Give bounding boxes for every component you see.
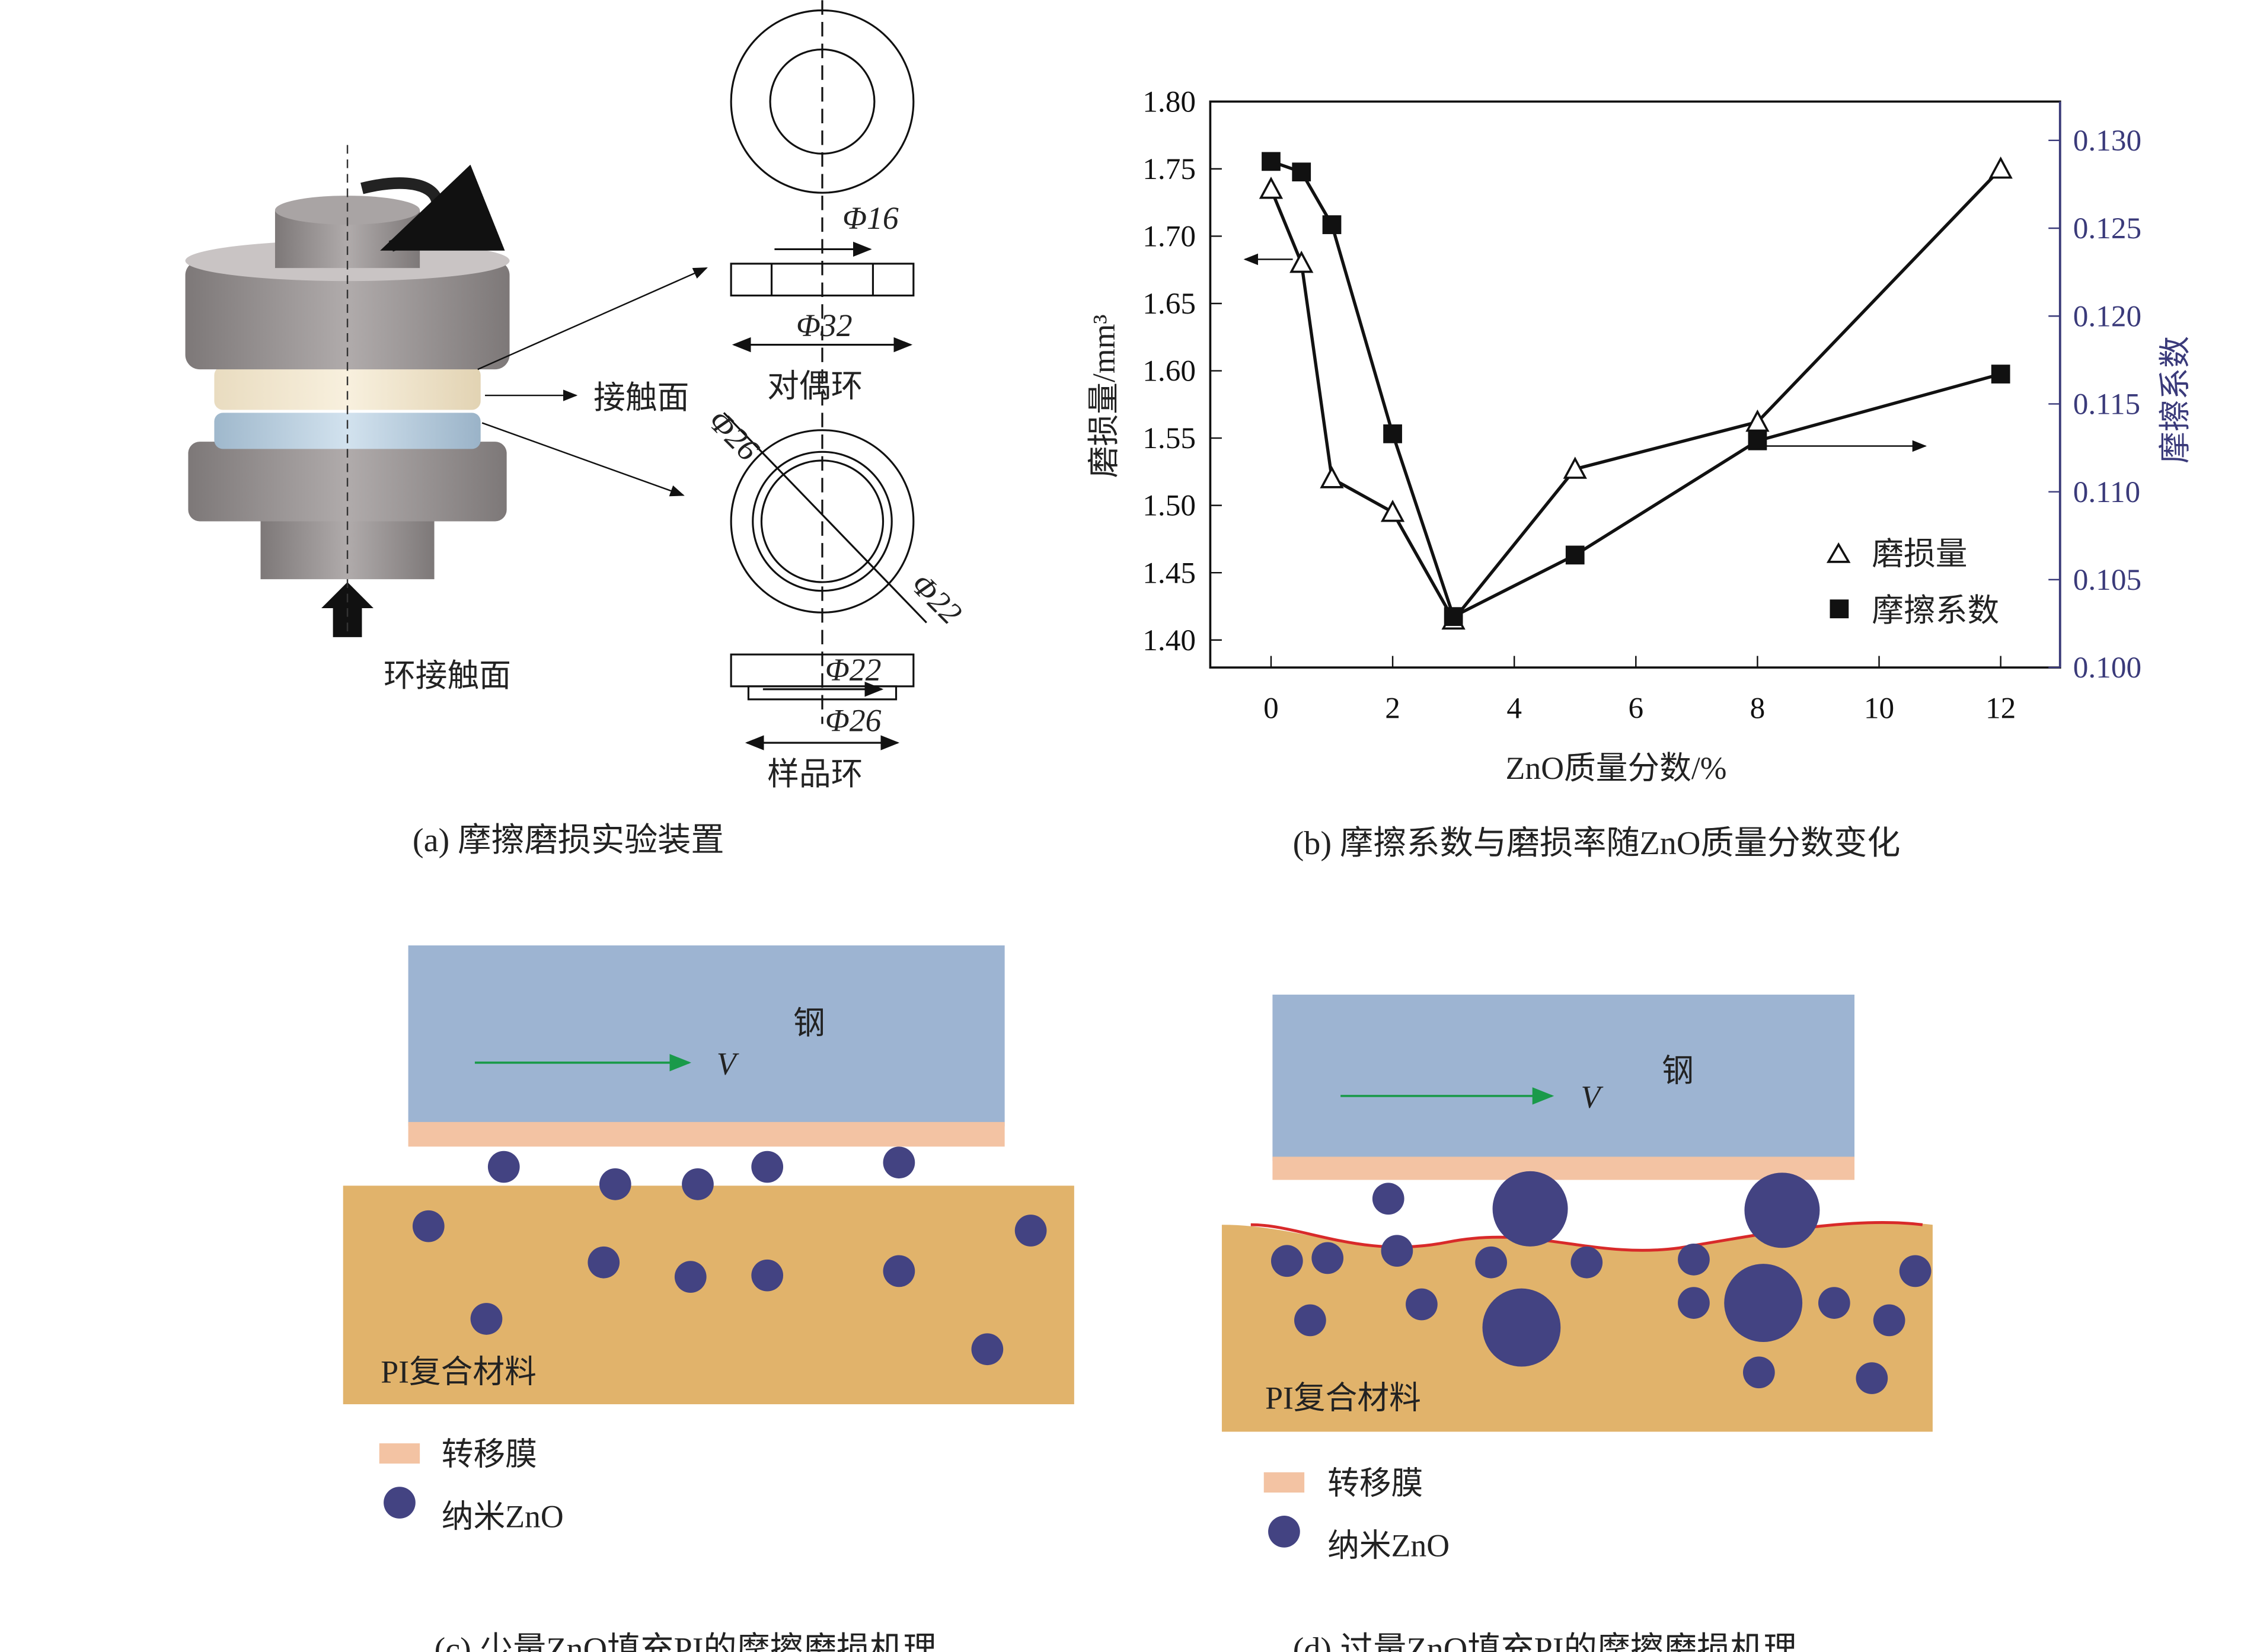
- velocity-label: V: [1581, 1079, 1604, 1114]
- y-axis-label: 磨损量/mm³: [1086, 314, 1122, 478]
- x-tick-label: 4: [1506, 692, 1522, 726]
- wear-point: [1320, 466, 1344, 488]
- friction-point: [1292, 162, 1311, 182]
- x-tick-label: 6: [1628, 692, 1643, 726]
- y-tick-label: 1.75: [1142, 152, 1196, 186]
- y-tick-label: 1.70: [1142, 220, 1196, 254]
- caption-d: (d) 过量ZnO填充PI的摩擦磨损机理: [1293, 1631, 1797, 1652]
- series-line-wear: [1269, 168, 2002, 623]
- y2-tick-label: 0.110: [2073, 475, 2140, 509]
- x-tick-label: 8: [1750, 692, 1766, 726]
- caption-a: (a) 摩擦磨损实验装置: [413, 822, 724, 859]
- rotation-arrow-icon: [360, 164, 505, 252]
- y2-tick-label: 0.100: [2073, 651, 2141, 685]
- y-tick-label: 1.55: [1142, 421, 1196, 455]
- wear-point: [1380, 500, 1405, 522]
- velocity-label: V: [717, 1046, 739, 1081]
- legend-film-swatch: [1263, 1472, 1305, 1493]
- y2-axis-label: 摩擦系数: [2157, 336, 2193, 464]
- wear-point: [1259, 177, 1284, 199]
- tester-3d-drawing: [185, 145, 510, 637]
- legend-zno-swatch: [1268, 1516, 1300, 1548]
- panel-d-diagram: V 钢 PI复合材料 转移膜 纳米ZnO (d) 过量ZnO填充PI的摩擦磨损机…: [1221, 994, 1933, 1652]
- contact-surface-label: 接触面: [593, 380, 689, 416]
- dim-phi16: Φ16: [842, 200, 899, 236]
- steel-label: 钢: [1662, 1053, 1694, 1088]
- pi-composite-block: [343, 1186, 1074, 1405]
- dim-phi26-bottom: Φ26: [825, 703, 882, 739]
- wear-point: [1289, 250, 1314, 273]
- dim-phi22-bottom: Φ22: [825, 652, 882, 688]
- transfer-film: [1272, 1156, 1855, 1180]
- plot-frame: [1209, 100, 2061, 669]
- ring-contact-label: 环接触面: [384, 658, 511, 694]
- legend-film-label: 转移膜: [1327, 1465, 1423, 1501]
- caption-b: (b) 摩擦系数与磨损率随ZnO质量分数变化: [1293, 825, 1901, 862]
- y2-tick-label: 0.120: [2073, 299, 2141, 333]
- y2-tick-label: 0.130: [2073, 124, 2141, 158]
- legend-square-icon: [1830, 599, 1849, 619]
- y-tick-label: 1.65: [1142, 287, 1196, 321]
- sample-ring-label: 样品环: [767, 756, 863, 792]
- friction-point: [1322, 215, 1342, 234]
- y2-tick-label: 0.115: [2073, 388, 2140, 421]
- legend-wear: 磨损量: [1872, 536, 1967, 572]
- x-tick-label: 12: [1985, 692, 2016, 726]
- dim-phi22-top: Φ22: [904, 566, 969, 631]
- legend-zno-swatch: [384, 1487, 416, 1519]
- y2-tick-label: 0.105: [2073, 563, 2141, 597]
- transfer-film: [408, 1121, 1005, 1147]
- steel-block: [1272, 994, 1855, 1161]
- legend-friction: 摩擦系数: [1872, 593, 1999, 628]
- x-tick-label: 2: [1385, 692, 1400, 726]
- friction-point: [1565, 545, 1585, 565]
- friction-point: [1444, 607, 1463, 627]
- y-tick-label: 1.40: [1142, 624, 1196, 657]
- wear-point: [1988, 156, 2013, 179]
- legend: 磨损量 摩擦系数: [1826, 536, 1999, 628]
- panel-b-chart: 0 2 4 6 8 10 12 1.40 1.45 1.50 1.55 1.60 1.65 1.70 1.7…: [1086, 85, 2193, 862]
- caption-c: (c) 少量ZnO填充PI的摩擦磨损机理: [435, 1631, 937, 1652]
- y2-tick-label: 0.125: [2073, 212, 2141, 245]
- wear-point: [1745, 409, 1770, 432]
- legend-zno-label: 纳米ZnO: [442, 1499, 564, 1535]
- legend-zno-label: 纳米ZnO: [1327, 1528, 1450, 1563]
- dim-phi32: Φ32: [796, 308, 853, 343]
- y-tick-label: 1.80: [1142, 85, 1196, 119]
- legend-film-swatch: [379, 1443, 420, 1464]
- steel-block: [408, 945, 1005, 1127]
- zno-particles: [412, 1146, 1047, 1366]
- wear-point: [1563, 456, 1587, 479]
- zno-particles: [1270, 1171, 1932, 1394]
- panel-c-diagram: V 钢 PI复合材料 转移膜 纳米ZnO (c) 少量ZnO填充PI的摩擦磨损机…: [343, 945, 1074, 1652]
- friction-point: [1262, 152, 1281, 171]
- friction-point: [1383, 424, 1402, 443]
- x-tick-label: 0: [1263, 692, 1279, 726]
- composite-label: PI复合材料: [1265, 1380, 1421, 1415]
- counter-ring-label: 对偶环: [767, 368, 863, 404]
- counter-ring-drawing: [723, 0, 927, 750]
- y-tick-label: 1.60: [1142, 354, 1196, 388]
- friction-point: [1748, 431, 1767, 450]
- y-tick-label: 1.45: [1142, 556, 1196, 590]
- x-tick-label: 10: [1864, 692, 1894, 726]
- friction-point: [1991, 365, 2010, 384]
- x-axis-label: ZnO质量分数/%: [1506, 750, 1727, 786]
- legend-triangle-icon: [1826, 542, 1851, 563]
- legend-film-label: 转移膜: [442, 1437, 537, 1472]
- steel-label: 钢: [793, 1005, 825, 1041]
- composite-label: PI复合材料: [381, 1354, 537, 1389]
- y-tick-label: 1.50: [1142, 489, 1196, 523]
- panel-a-apparatus: 接触面 环接触面 Φ16 Φ32 对偶环 Φ26 Φ22 Φ22 Φ26 样品环…: [185, 0, 969, 859]
